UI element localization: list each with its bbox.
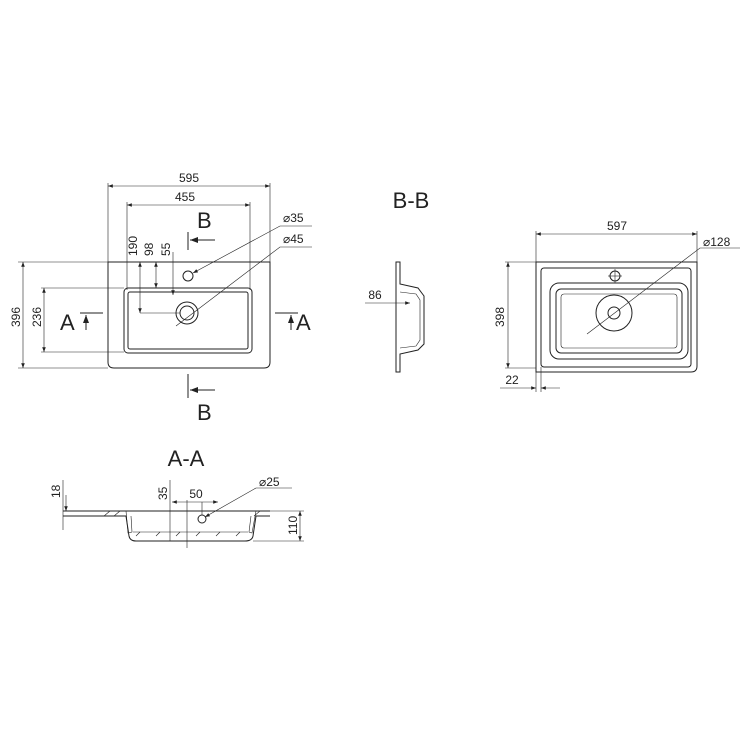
section-a-right: A <box>296 310 311 335</box>
top-view: 595 455 190 98 55 ⌀35 ⌀45 396 236 A A B … <box>9 171 312 425</box>
dim-50: 50 <box>189 487 203 501</box>
bowl-dia: ⌀128 <box>703 235 731 249</box>
tap-hole <box>182 270 194 282</box>
dim-18: 18 <box>49 484 63 498</box>
overflow-dia: ⌀25 <box>259 475 280 489</box>
dim-595: 595 <box>179 171 199 185</box>
dim-398: 398 <box>493 307 507 327</box>
section-bb-title: B-B <box>393 188 430 213</box>
bowl-outer <box>595 294 633 332</box>
dim-55: 55 <box>159 242 173 256</box>
dim-236: 236 <box>30 307 44 327</box>
dim-190: 190 <box>126 236 140 256</box>
section-b-bottom: B <box>197 400 212 425</box>
dim-98: 98 <box>142 242 156 256</box>
section-b-top: B <box>197 208 212 233</box>
dim-110: 110 <box>286 516 300 535</box>
tap-hole-dia: ⌀35 <box>283 211 304 225</box>
dim-22: 22 <box>505 373 519 387</box>
section-aa-title: A-A <box>168 446 205 471</box>
underside-view: 597 ⌀128 398 22 <box>493 219 740 392</box>
section-aa: A-A 18 35 50 ⌀25 110 <box>49 446 304 548</box>
dim-455: 455 <box>175 190 195 204</box>
dim-86: 86 <box>368 288 382 302</box>
drain-dia: ⌀45 <box>283 232 304 246</box>
dim-597: 597 <box>607 219 627 233</box>
section-bb: B-B 86 <box>365 188 430 373</box>
section-a-left: A <box>60 310 75 335</box>
dim-35: 35 <box>156 486 170 500</box>
dim-396: 396 <box>9 307 23 327</box>
